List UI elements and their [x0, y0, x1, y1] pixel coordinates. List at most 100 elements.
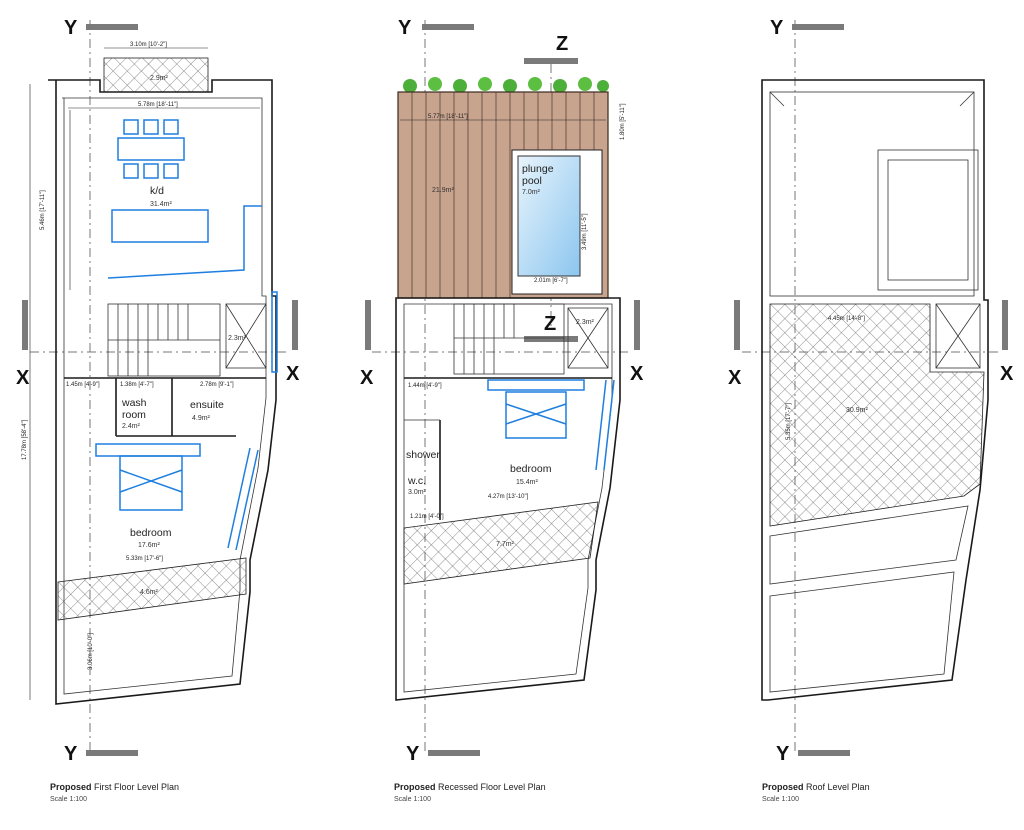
shower-label: shower	[406, 449, 440, 461]
section-x-left-bar	[22, 300, 28, 350]
caption-recessed: Proposed Recessed Floor Level Plan	[394, 782, 546, 792]
dim-rec-d3: 1.21m [4'-0"]	[410, 514, 444, 520]
scale-first-floor: Scale 1:100	[50, 796, 87, 803]
front-balcony	[103, 57, 209, 93]
roof-area: 30.9m²	[846, 407, 868, 414]
dim-d5: 3.06m [10'-0"]	[88, 633, 94, 670]
dining-table	[117, 137, 185, 161]
room-label-kd: k/d	[150, 185, 164, 197]
recessed-stairs	[453, 303, 565, 375]
room-label-ensuite: ensuite	[190, 399, 224, 411]
chair	[163, 163, 179, 179]
first-floor-outer-wall	[48, 79, 277, 705]
dim-total-depth: 17.78m [58'-4"]	[22, 419, 28, 460]
recessed-bedroom-label: bedroom	[510, 463, 552, 475]
chair	[143, 119, 159, 135]
section-x-right-label-2: X	[630, 363, 644, 385]
section-z-bottom-label: Z	[544, 313, 556, 335]
wc-label: w.c.	[407, 475, 426, 487]
caption-roof: Proposed Roof Level Plan	[762, 782, 870, 792]
roof-lower-slab	[769, 91, 975, 297]
dim-rec-d2: 4.27m [13'-10"]	[488, 494, 529, 500]
chair	[143, 163, 159, 179]
recessed-double-bed	[487, 379, 585, 439]
roof-dim-w: 4.45m [14'-8"]	[828, 316, 865, 322]
section-x-left-label: X	[16, 367, 30, 389]
roof-outer-wall	[761, 79, 989, 701]
dim-pool-width: 2.01m [6'-7"]	[534, 278, 568, 284]
pool-label: plunge	[522, 163, 554, 175]
section-y-top-bar-2	[422, 24, 474, 30]
chair	[123, 119, 139, 135]
stair-area-2: 2.3m²	[576, 319, 595, 326]
section-y-bottom-bar	[86, 750, 138, 756]
recessed-terrace	[403, 501, 599, 585]
section-y-bottom-label-2: Y	[406, 743, 420, 765]
deck-boards	[411, 92, 595, 298]
window-strip	[271, 291, 278, 373]
roof-parapet-1	[769, 505, 969, 585]
recessed-bed	[505, 391, 567, 439]
roof-hatched-area	[769, 303, 985, 527]
first-floor-plan: Y Y X X 2.9m² 3.10m [10'-2"] 5.78m [18'-…	[16, 17, 300, 803]
section-y-top-bar	[86, 24, 138, 30]
recessed-outer-wall	[395, 297, 621, 701]
lift-shaft-2	[567, 307, 609, 369]
caption-first-floor: Proposed First Floor Level Plan	[50, 782, 179, 792]
dim-pool-depth: 3.49m [11'-5"]	[582, 213, 588, 250]
dim-d3: 2.78m [9'-1"]	[200, 382, 234, 388]
roof-stair-head	[935, 303, 981, 369]
section-y-bottom-bar-2	[428, 750, 480, 756]
dim-d2: 1.38m [4'-7"]	[120, 382, 154, 388]
first-floor-terrace	[57, 557, 247, 621]
room-label-wash-2: room	[122, 409, 146, 421]
room-area-ensuite: 4.9m²	[192, 415, 211, 422]
double-bed	[95, 443, 201, 511]
deck-area: 21.9m²	[432, 187, 454, 194]
recessed-wardrobe	[603, 379, 615, 471]
section-x-left-bar-2	[365, 300, 371, 350]
room-area-wash: 2.4m²	[122, 423, 141, 430]
section-x-left-label-2: X	[360, 367, 374, 389]
scale-roof: Scale 1:100	[762, 796, 799, 803]
dim-deck-width: 5.77m [18'-11"]	[428, 114, 468, 120]
section-y-top-label: Y	[64, 17, 78, 39]
section-z-bottom-bar	[524, 336, 578, 342]
balcony-area: 2.9m²	[150, 75, 169, 82]
room-area-kd: 31.4m²	[150, 201, 172, 208]
section-z-top-bar	[524, 58, 578, 64]
dining-set	[117, 119, 185, 179]
section-y-bottom-label-3: Y	[776, 743, 790, 765]
kitchen-counter	[107, 205, 262, 279]
recessed-inner-wall	[403, 303, 613, 693]
section-x-right-label: X	[286, 363, 300, 385]
section-x-left-bar-3	[734, 300, 740, 350]
dim-rec-d1: 1.44m [4'-9"]	[408, 383, 442, 389]
kitchen-island	[111, 209, 209, 243]
section-y-bottom-bar-3	[798, 750, 850, 756]
dim-d1: 1.45m [4'-9"]	[66, 382, 100, 388]
section-y-top-label-2: Y	[398, 17, 412, 39]
wardrobe	[235, 449, 259, 551]
first-floor-stairs	[107, 303, 221, 377]
section-y-top-bar-3	[792, 24, 844, 30]
bed	[119, 455, 183, 511]
dim-top: 3.10m [10'-2"]	[130, 42, 167, 48]
roof-dim-d: 5.35m [17'-7"]	[786, 403, 792, 440]
dim-d4: 5.33m [17'-6"]	[126, 556, 163, 562]
shower-area: 3.0m²	[408, 489, 427, 496]
roof-plan: Y Y X X 4.45m [14'-8"] 5.35m [17'-7"] 30…	[728, 17, 1014, 803]
dim-planter: 1.80m [5'-11"]	[620, 103, 626, 140]
stair-area: 2.3m²	[228, 335, 247, 342]
recessed-bedroom-area: 15.4m²	[516, 479, 538, 486]
chair	[123, 163, 139, 179]
section-x-right-bar	[292, 300, 298, 350]
plunge-pool	[517, 155, 581, 277]
room-area-bedroom: 17.6m²	[138, 542, 160, 549]
section-y-top-label-3: Y	[770, 17, 784, 39]
section-x-left-label-3: X	[728, 367, 742, 389]
terrace-area: 4.6m²	[140, 589, 159, 596]
recessed-terrace-area: 7.7m²	[496, 541, 515, 548]
planter-greenery	[403, 77, 609, 93]
